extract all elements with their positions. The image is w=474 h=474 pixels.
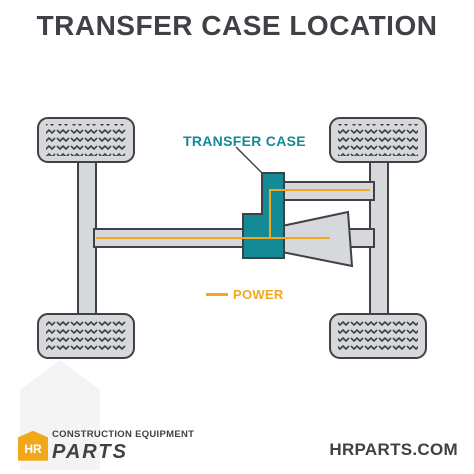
- transfer-case: [242, 172, 285, 259]
- brand-logo[interactable]: HR CONSTRUCTION EQUIPMENT PARTS: [18, 430, 194, 462]
- power-legend: POWER: [206, 287, 284, 302]
- tire-front-left: [37, 117, 135, 163]
- page-title: TRANSFER CASE LOCATION: [36, 10, 438, 41]
- hr-logo-icon: HR: [18, 430, 48, 461]
- transfer-case-pointer: [235, 146, 263, 174]
- brand-subtitle: CONSTRUCTION EQUIPMENT: [52, 429, 195, 440]
- tire-front-right: [37, 313, 135, 359]
- transfer-case-label: TRANSFER CASE: [183, 133, 306, 149]
- brand-name: PARTS: [52, 440, 128, 463]
- power-legend-label: POWER: [233, 287, 284, 302]
- power-legend-swatch: [206, 293, 228, 296]
- website-link[interactable]: HRPARTS.COM: [329, 440, 458, 459]
- tire-rear-right: [329, 313, 427, 359]
- power-flow-lines: [96, 189, 370, 239]
- tire-rear-left: [329, 117, 427, 163]
